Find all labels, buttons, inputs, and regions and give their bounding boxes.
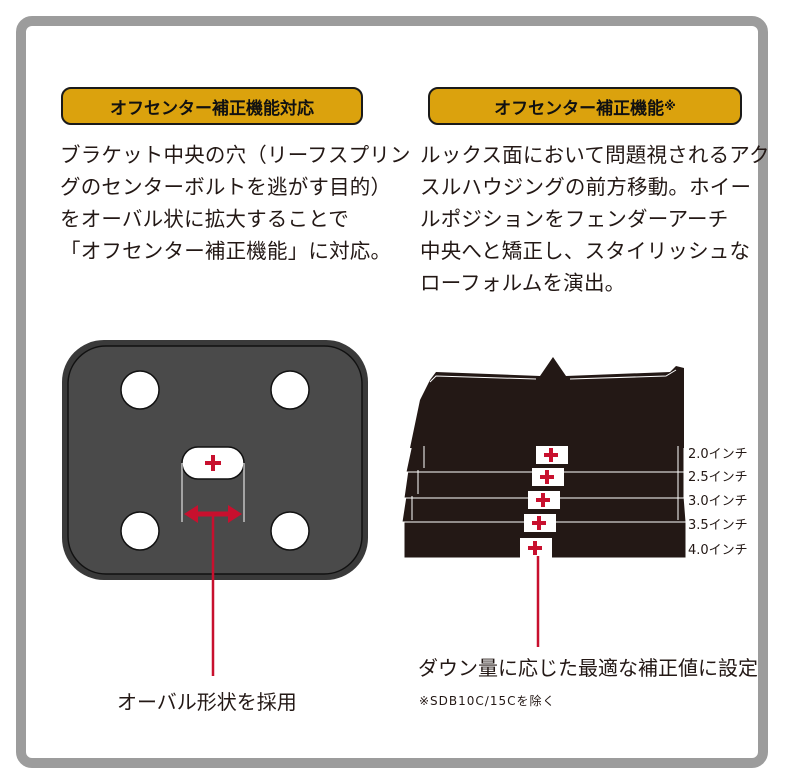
right-caption: ダウン量に応じた最適な補正値に設定	[418, 656, 758, 680]
right-heading-text: オフセンター補正機能	[494, 98, 665, 119]
center-cross-icon	[205, 455, 221, 471]
level-label-2-5: 2.5インチ	[688, 470, 748, 485]
block-2-0	[410, 357, 684, 448]
offset-marker-3-5	[524, 514, 556, 532]
left-description: ブラケット中央の穴（リーフスプリン グのセンターボルトを逃がす目的） をオーバル…	[60, 143, 411, 263]
bolt-hole-top-right	[270, 370, 310, 410]
bolt-hole-bottom-left	[120, 511, 160, 551]
offset-marker-3-0	[528, 491, 560, 509]
left-heading-text: オフセンター補正機能対応	[110, 98, 314, 119]
right-heading-mark: ※	[664, 99, 676, 113]
right-heading: オフセンター補正機能※	[428, 87, 742, 125]
offset-marker-2-0	[536, 446, 568, 464]
offset-marker-4-0	[520, 538, 552, 558]
level-label-3-5: 3.5インチ	[688, 518, 748, 533]
bolt-hole-top-left	[120, 370, 160, 410]
left-heading: オフセンター補正機能対応	[61, 87, 363, 125]
bolt-hole-bottom-right	[270, 511, 310, 551]
footnote: ※SDB10C/15Cを除く	[419, 694, 556, 708]
level-label-4-0: 4.0インチ	[688, 543, 748, 558]
left-caption: オーバル形状を採用	[117, 690, 297, 714]
level-label-2-0: 2.0インチ	[688, 447, 748, 462]
right-description: ルックス面において問題視されるアク スルハウジングの前方移動。ホイー ルポジショ…	[420, 143, 770, 295]
offset-marker-2-5	[532, 468, 564, 486]
level-label-3-0: 3.0インチ	[688, 494, 748, 509]
